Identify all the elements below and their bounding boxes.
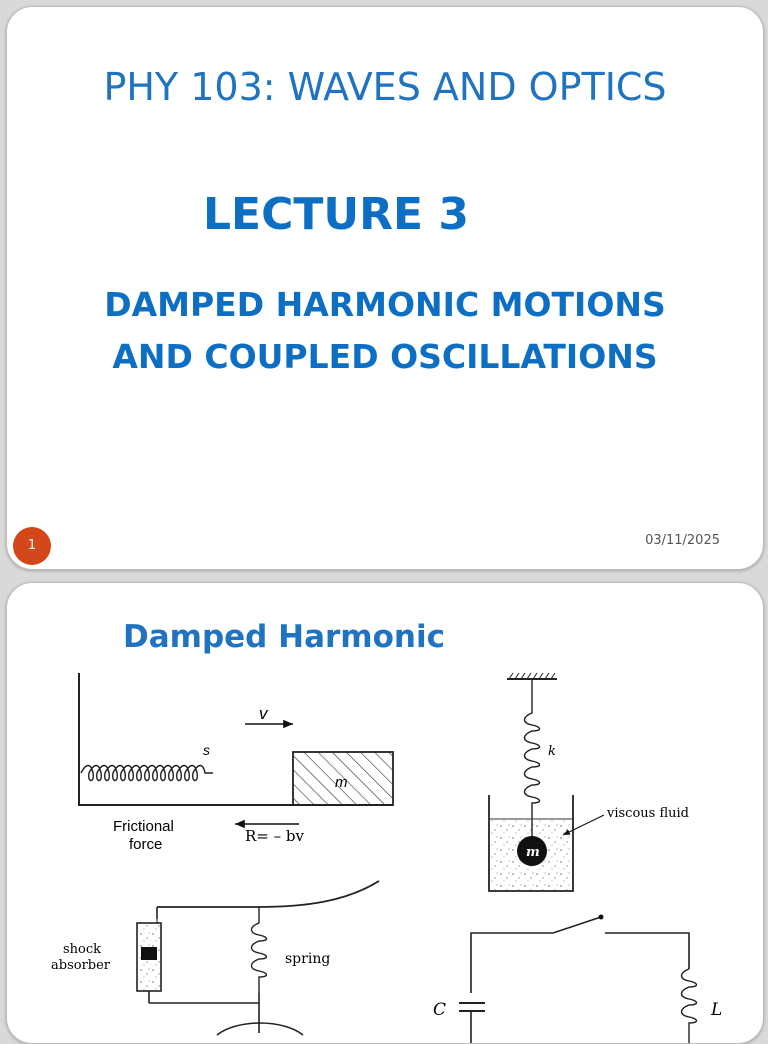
horizontal-spring [80, 764, 213, 782]
mass-label: m [335, 774, 348, 791]
vertical-spring-k [523, 679, 541, 841]
spring-label: s [203, 742, 210, 758]
slide-date: 03/11/2025 [645, 533, 720, 548]
inductor-coil [680, 968, 698, 1043]
damped-harmonic-slide: Damped Harmonic v s m [6, 582, 764, 1044]
subtitle-line-1: DAMPED HARMONIC MOTIONS [104, 285, 666, 324]
viscous-fluid-label: viscous fluid [606, 806, 689, 821]
spring-constant-label: k [548, 744, 556, 759]
subtitle-line-2: AND COUPLED OSCILLATIONS [112, 337, 658, 376]
frictional-force-line2: force [129, 836, 162, 853]
course-title: PHY 103: WAVES AND OPTICS [103, 65, 667, 109]
circuit-switch [552, 916, 602, 934]
damped-oscillator-diagrams: v s m Frictional force R= – bv [51, 672, 722, 1043]
capacitor-label: C [433, 1000, 446, 1020]
title-slide: PHY 103: WAVES AND OPTICS LECTURE 3 DAMP… [6, 6, 764, 570]
lecture-number: LECTURE 3 [203, 189, 469, 240]
slide-title: Damped Harmonic [123, 619, 445, 655]
horizontal-spring-mass-diagram: v s m Frictional force R= – bv [78, 673, 394, 853]
hatched-mass-block [292, 751, 394, 806]
lecture-subtitle: DAMPED HARMONIC MOTIONS AND COUPLED OSCI… [7, 279, 763, 383]
frictional-force-line1: Frictional [113, 818, 174, 835]
shock-absorber-line2: absorber [51, 958, 111, 973]
mass-ball [517, 836, 547, 866]
spring-label-2: spring [285, 951, 330, 967]
suspension-spring [250, 907, 268, 993]
page-number-badge: 1 [13, 527, 51, 565]
resistance-label: R= – bv [245, 827, 305, 845]
velocity-label: v [259, 704, 269, 723]
mass-ball-label: m [526, 845, 540, 860]
inductor-label: L [710, 1000, 722, 1020]
viscous-fluid-diagram: m k viscous fluid [488, 672, 689, 892]
shock-absorber-diagram: shock absorber spring [51, 880, 380, 1036]
shock-absorber-line1: shock [63, 942, 101, 957]
